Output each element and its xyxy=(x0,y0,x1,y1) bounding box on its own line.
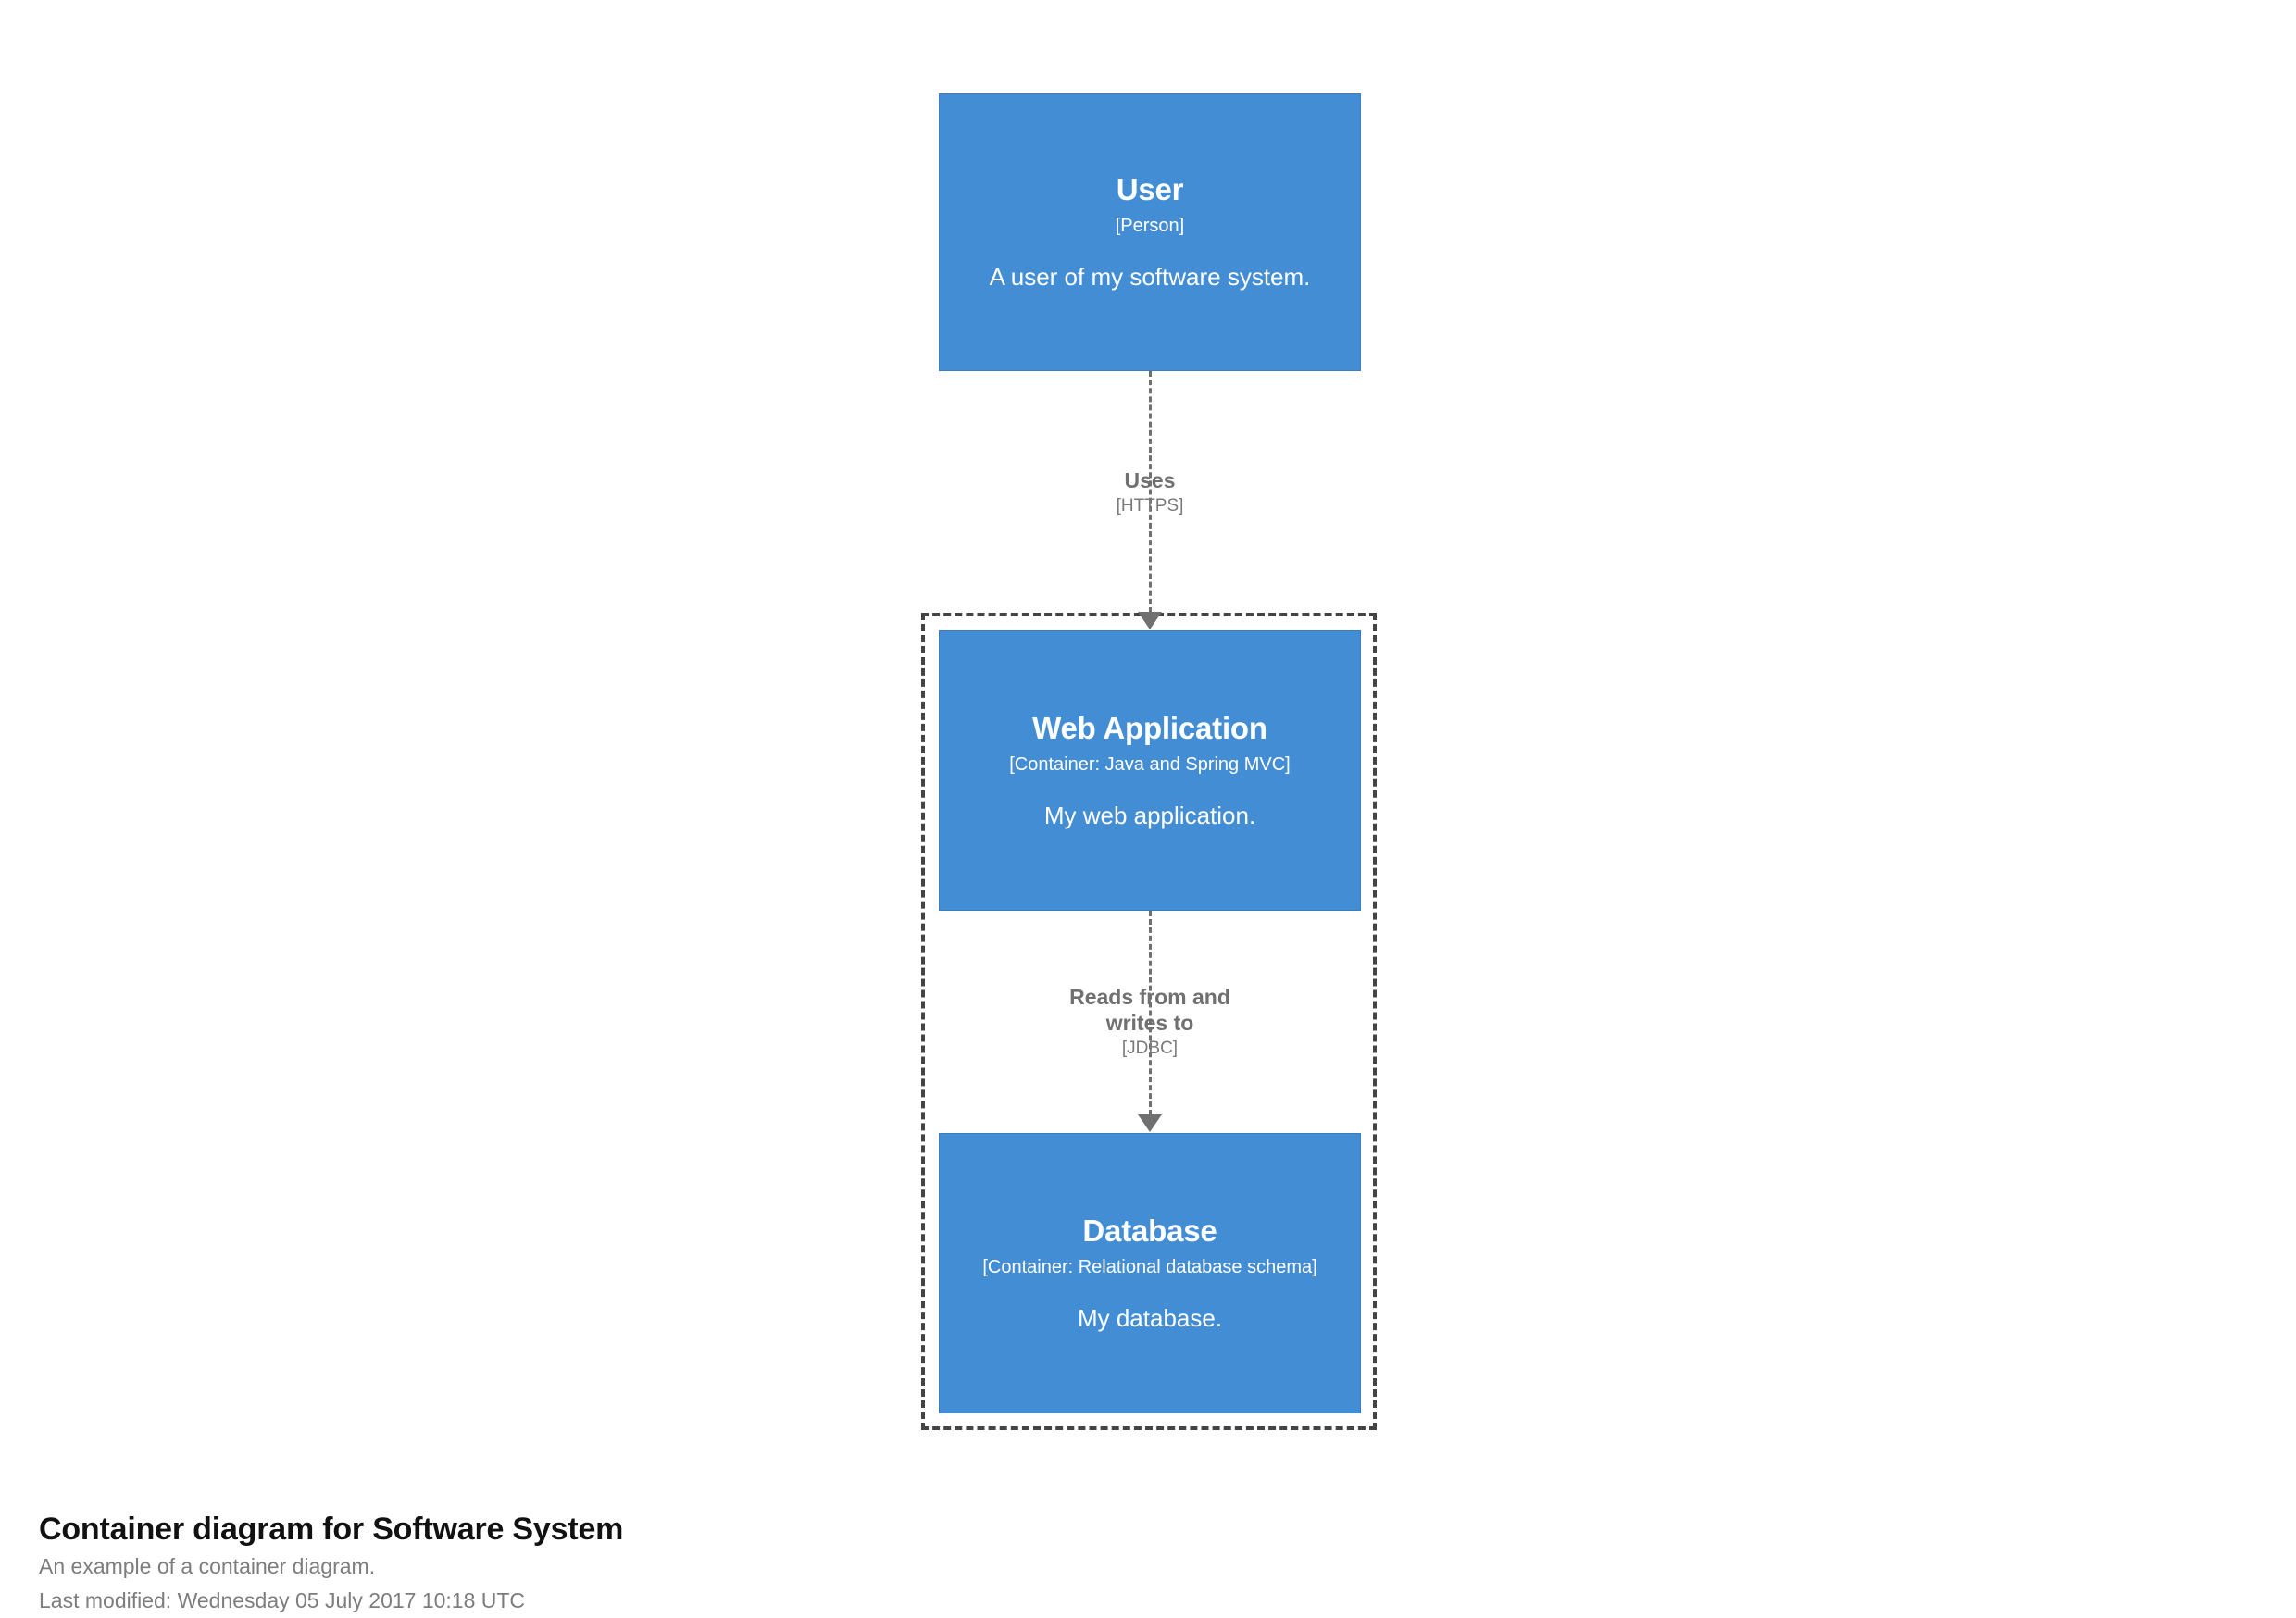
relationship-uses[interactable]: Uses [HTTPS] xyxy=(939,371,1361,630)
element-web-application-description: My web application. xyxy=(1043,801,1256,829)
element-web-application-name: Web Application xyxy=(1032,710,1267,745)
relationship-reads-writes-line xyxy=(1149,911,1152,1115)
element-database[interactable]: Database [Container: Relational database… xyxy=(939,1133,1361,1413)
element-database-description: My database. xyxy=(1077,1303,1223,1332)
diagram-caption: Container diagram for Software System An… xyxy=(39,1511,1335,1615)
caption-last-modified: Last modified: Wednesday 05 July 2017 10… xyxy=(39,1587,526,1612)
caption-title: Container diagram for Software System xyxy=(39,1512,624,1547)
relationship-uses-line xyxy=(1149,371,1152,613)
element-web-application[interactable]: Web Application [Container: Java and Spr… xyxy=(939,630,1361,911)
relationship-reads-writes-technology: [JDBC] xyxy=(1121,1039,1179,1059)
element-user-description: A user of my software system. xyxy=(989,263,1311,292)
relationship-reads-writes[interactable]: Reads from and writes to [JDBC] xyxy=(939,911,1361,1133)
relationship-uses-description: Uses xyxy=(1124,468,1176,492)
element-user-name: User xyxy=(1116,172,1184,207)
arrow-head-icon xyxy=(1138,612,1162,629)
element-database-name: Database xyxy=(1082,1213,1217,1248)
arrow-head-icon xyxy=(1138,1114,1162,1132)
element-database-technology: [Container: Relational database schema] xyxy=(982,1256,1317,1277)
relationship-reads-writes-description: Reads from and writes to xyxy=(1069,985,1230,1036)
element-user-technology: [Person] xyxy=(1115,216,1185,237)
element-web-application-technology: [Container: Java and Spring MVC] xyxy=(1009,753,1291,775)
caption-description: An example of a container diagram. xyxy=(39,1554,376,1579)
relationship-reads-writes-label: Reads from and writes to [JDBC] xyxy=(939,984,1361,1061)
relationship-uses-label: Uses [HTTPS] xyxy=(939,467,1361,518)
element-user[interactable]: User [Person] A user of my software syst… xyxy=(939,93,1361,371)
relationship-uses-technology: [HTTPS] xyxy=(1116,496,1184,517)
